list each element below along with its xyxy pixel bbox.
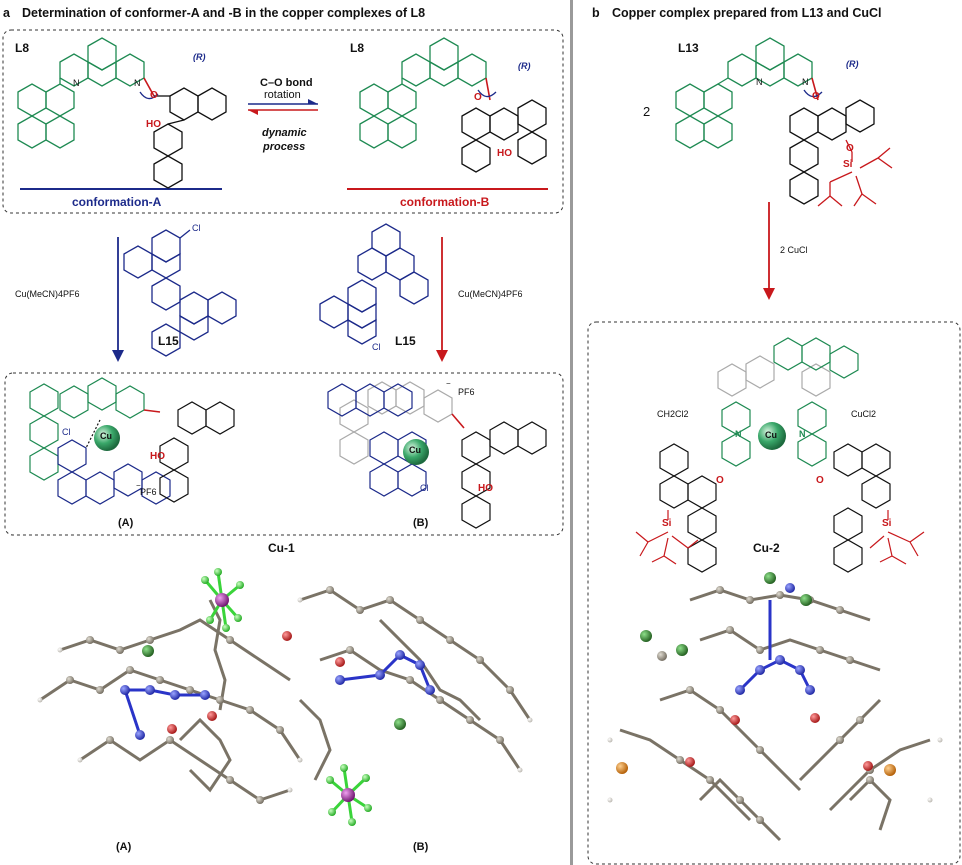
cu1-b-structure (327, 381, 547, 529)
minus-a: − (136, 481, 141, 490)
box-cu1-drawings (4, 372, 564, 536)
panel-a-title: Determination of conformer-A and -B in t… (22, 6, 426, 20)
o-label-right: O (474, 92, 482, 103)
label-a-drawing: (A) (118, 517, 134, 529)
o-label-cu2-right: O (816, 475, 824, 486)
cu2-label: Cu-2 (753, 541, 780, 555)
si-label-l13: Si (843, 159, 853, 170)
conformation-a-label: conformation-A (72, 195, 162, 209)
cu1-a-structure (29, 377, 235, 505)
l8-left-label: L8 (15, 41, 30, 55)
panel-a-letter: a (3, 6, 10, 20)
minus-b: − (446, 379, 451, 388)
l8-conformer-a (17, 37, 227, 189)
panel-b-title: Copper complex prepared from L13 and CuC… (612, 6, 882, 20)
n-label-l13-1: N (756, 77, 763, 87)
cu-label-b: Cu (409, 445, 421, 455)
o-label-cu2-left: O (716, 475, 724, 486)
l15-left (123, 229, 237, 357)
l15-right (319, 223, 429, 345)
l8-right-label: L8 (350, 41, 365, 55)
cl-label-l15-left: Cl (192, 223, 201, 233)
cu-sphere-b (403, 439, 429, 465)
ho-label-left: HO (146, 119, 161, 130)
crystal-label-b: (B) (413, 841, 429, 853)
crystal-cu1-atoms (37, 586, 533, 804)
label-b-drawing: (B) (413, 517, 429, 529)
dynamic-line1: dynamic (262, 127, 307, 139)
pf6-label-b: PF6 (458, 387, 475, 397)
cu2-structure (635, 337, 925, 573)
n-label-1: N (73, 78, 80, 88)
si-label-cu2-left: Si (662, 518, 672, 529)
stereo-l13: (R) (846, 59, 859, 69)
cl-label-b: Cl (420, 483, 429, 493)
stereo-right: (R) (518, 61, 531, 71)
crystal-label-a: (A) (116, 841, 132, 853)
n-label-cu2-left: N (735, 429, 742, 439)
n-label-2: N (134, 78, 141, 88)
cu-label-cu2: Cu (765, 430, 777, 440)
coefficient: 2 (643, 104, 651, 119)
panel-divider (570, 0, 573, 865)
si-label-cu2-right: Si (882, 518, 892, 529)
cu-sphere-a (94, 425, 120, 451)
n-label-cu2-right: N (799, 429, 806, 439)
reagent-cucl: 2 CuCl (780, 245, 808, 255)
reagent-left: Cu(MeCN)4PF6 (15, 289, 80, 299)
reagent-right: Cu(MeCN)4PF6 (458, 289, 523, 299)
o-label-l13: O (812, 91, 820, 102)
l8-conformer-b (359, 37, 547, 173)
n-label-l13-2: N (802, 77, 809, 87)
box-cu2 (587, 321, 961, 865)
bond-rotation-line2: rotation (264, 89, 301, 101)
o-label-left: O (150, 90, 158, 101)
l13-structure (675, 37, 893, 207)
cu1-label: Cu-1 (268, 541, 295, 555)
conformation-b-label: conformation-B (400, 195, 490, 209)
panel-b-letter: b (592, 6, 600, 20)
crystal-cu2-atoms (607, 572, 943, 824)
ho-label-b: HO (478, 483, 493, 494)
o-label-l13-si: O (846, 143, 854, 154)
l15-left-label: L15 (158, 334, 179, 348)
cu-label-a: Cu (100, 431, 112, 441)
cl-label-a: Cl (62, 427, 71, 437)
dynamic-line2: process (263, 141, 306, 153)
bond-rotation-line1: C–O bond (260, 77, 313, 89)
box-conformations (2, 29, 564, 214)
crystal-cu1 (39, 588, 532, 802)
ho-label-right: HO (497, 148, 512, 159)
l13-label: L13 (678, 41, 699, 55)
l15-right-label: L15 (395, 334, 416, 348)
stereo-left: (R) (193, 52, 206, 62)
solvent-label: CH2Cl2 (657, 409, 689, 419)
crystal-cu1-bonds-blue (123, 653, 432, 736)
counter-label: CuCl2 (851, 409, 877, 419)
crystal-cu2 (619, 588, 931, 842)
pf6-label-a: PF6 (140, 487, 157, 497)
equilibrium-arrows (248, 99, 318, 115)
cu-sphere-cu2 (758, 422, 786, 450)
cl-label-l15-right: Cl (372, 342, 381, 352)
ho-label-a: HO (150, 451, 165, 462)
